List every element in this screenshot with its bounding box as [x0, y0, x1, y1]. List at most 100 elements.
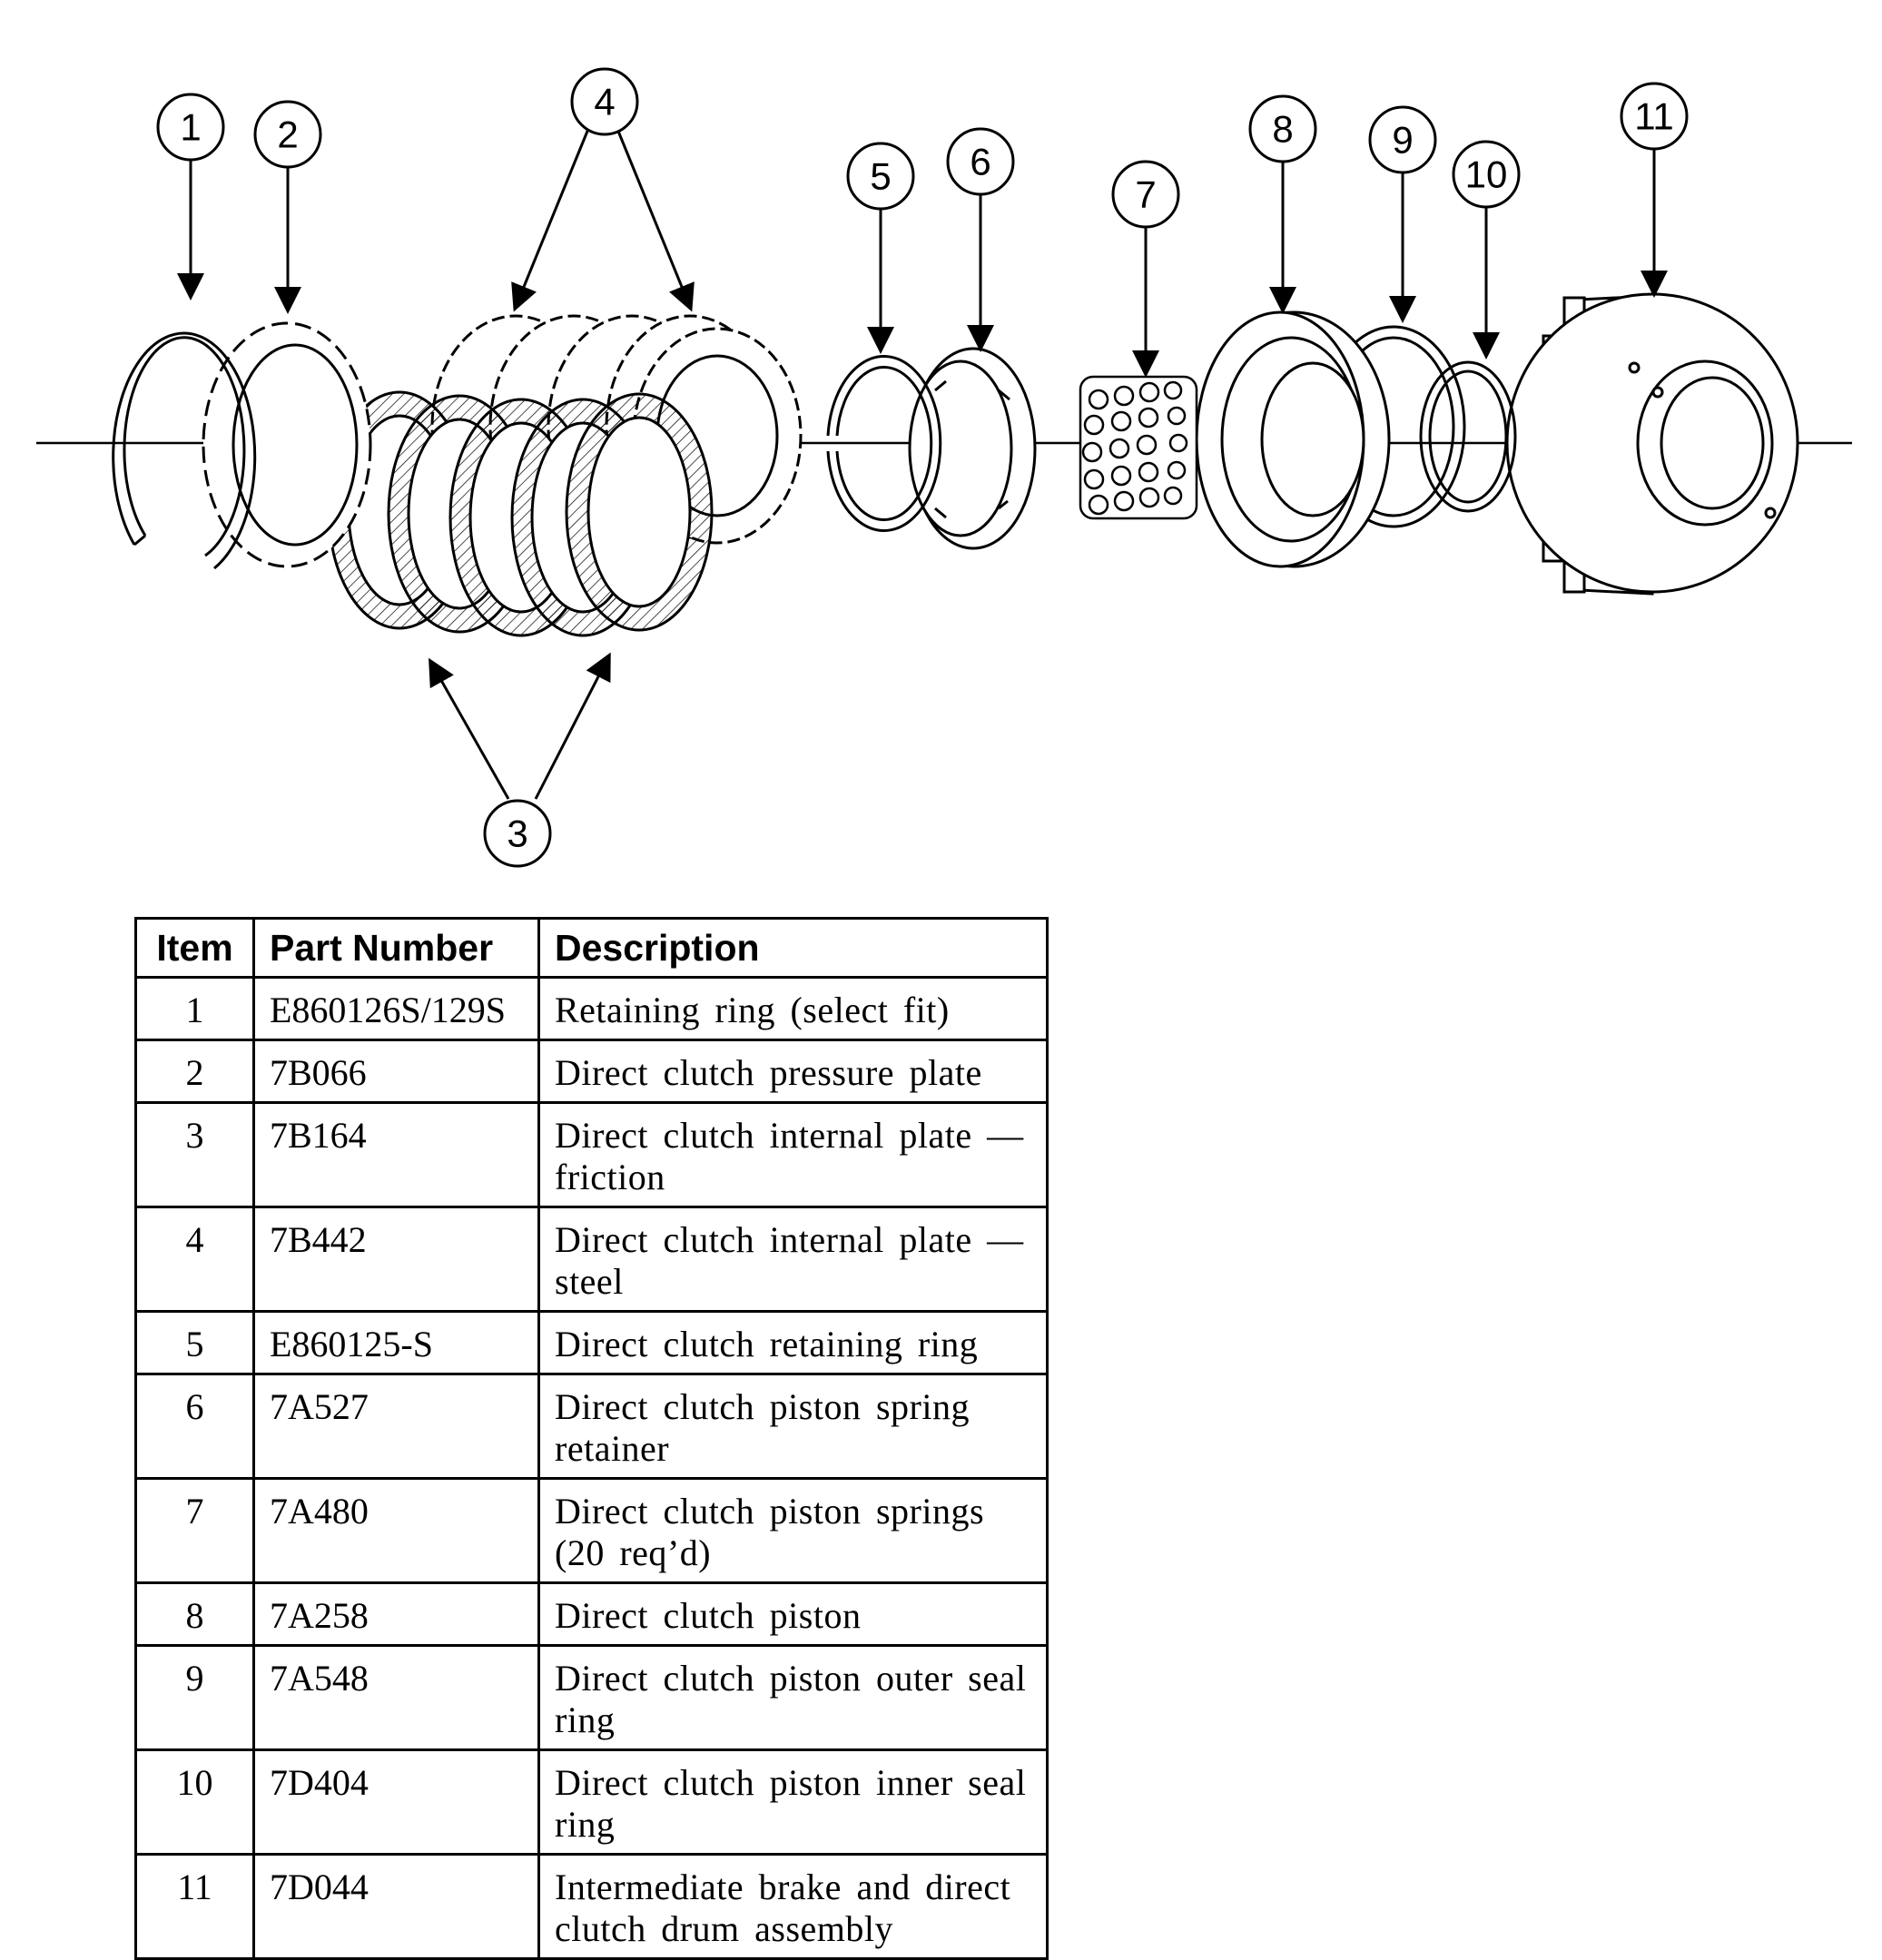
item-cell: 4	[134, 1206, 255, 1313]
callout-4-label: 4	[594, 81, 615, 123]
item-cell-text: 4	[185, 1219, 204, 1260]
callout-5-label: 5	[870, 155, 891, 198]
part-number-cell: 7A258	[252, 1581, 540, 1647]
callout-6-circle	[946, 127, 1015, 196]
part-number-cell: 7B442	[252, 1206, 540, 1313]
part-number-cell-text: 7A480	[270, 1491, 369, 1532]
part-number-cell-text: 7B066	[270, 1052, 367, 1093]
item-cell: 6	[134, 1373, 255, 1480]
part-number-cell: 7A480	[252, 1477, 540, 1584]
callout-10-circle	[1452, 140, 1521, 209]
description-cell: Direct clutch retaining ring	[537, 1310, 1049, 1375]
callout-numbers: 1 2 3 4 5 6 7 8 9 10 11	[180, 81, 1673, 855]
part-7-piston-springs	[1079, 375, 1198, 520]
callout-7-circle	[1111, 160, 1180, 229]
header-item: Item	[134, 917, 255, 979]
description-cell: Direct clutch piston spring retainer	[537, 1373, 1049, 1480]
description-cell: Retaining ring (select fit)	[537, 976, 1049, 1041]
item-cell-text: 10	[176, 1762, 213, 1803]
header-description: Description	[537, 917, 1049, 979]
part-number-cell-text: 7D404	[270, 1762, 369, 1803]
part-number-cell-text: 7B442	[270, 1219, 367, 1260]
part-1-retaining-ring	[112, 331, 257, 570]
description-cell-text: Direct clutch internal plate — steel	[555, 1219, 1024, 1302]
table-row: 7 7A480 Direct clutch piston springs (20 r…	[134, 1477, 1049, 1584]
callout-8-circle	[1248, 94, 1317, 163]
part-number-cell-text: E860125-S	[270, 1324, 433, 1364]
item-cell-text: 3	[185, 1115, 204, 1156]
item-cell: 7	[134, 1477, 255, 1584]
part-11-drum-assembly	[1505, 292, 1799, 596]
item-cell: 3	[134, 1101, 255, 1208]
part-number-cell-text: 7D044	[270, 1866, 369, 1907]
description-cell-text: Retaining ring (select fit)	[555, 990, 950, 1030]
description-cell: Direct clutch piston	[537, 1581, 1049, 1647]
part-number-cell: E860125-S	[252, 1310, 540, 1375]
parts-table: Item Part Number Description 1 E860126S/1…	[134, 917, 1049, 1960]
header-part-number: Part Number	[252, 917, 540, 979]
part-2-pressure-plate	[202, 321, 372, 568]
part-number-cell: 7B066	[252, 1039, 540, 1104]
part-number-cell: 7D044	[252, 1853, 540, 1960]
part-3-friction-plates	[327, 390, 714, 637]
item-cell: 8	[134, 1581, 255, 1647]
description-cell: Intermediate brake and direct clutch dru…	[537, 1853, 1049, 1960]
table-header-row: Item Part Number Description	[134, 917, 1049, 979]
description-cell: Direct clutch piston outer seal ring	[537, 1644, 1049, 1751]
callout-7-label: 7	[1135, 173, 1156, 216]
table-row: 3 7B164 Direct clutch internal plate — fri…	[134, 1101, 1049, 1208]
part-6-spring-retainer	[908, 347, 1037, 550]
leader-arrows	[177, 128, 1668, 800]
item-cell: 1	[134, 976, 255, 1041]
description-cell-text: Direct clutch piston inner seal ring	[555, 1762, 1027, 1845]
item-cell-text: 9	[185, 1658, 204, 1699]
part-number-cell: 7D404	[252, 1748, 540, 1856]
exploded-view-diagram: 1 2 3 4 5 6 7 8 9 10 11	[36, 67, 1852, 868]
item-cell-text: 11	[177, 1866, 212, 1907]
callout-3-circle	[483, 799, 552, 868]
part-number-cell: 7B164	[252, 1101, 540, 1208]
part-5-retaining-ring	[826, 355, 942, 532]
description-cell-text: Direct clutch retaining ring	[555, 1324, 979, 1364]
table-row: 4 7B442 Direct clutch internal plate — ste…	[134, 1206, 1049, 1313]
callout-2-circle	[253, 100, 322, 169]
description-cell-text: Intermediate brake and direct clutch dru…	[555, 1866, 1011, 1949]
callout-9-label: 9	[1392, 119, 1413, 162]
callout-5-circle	[846, 142, 915, 211]
part-number-cell: 7A527	[252, 1373, 540, 1480]
description-cell-text: Direct clutch pressure plate	[555, 1052, 982, 1093]
part-10-inner-seal-ring	[1419, 360, 1517, 513]
callout-8-label: 8	[1272, 108, 1293, 151]
description-cell: Direct clutch piston inner seal ring	[537, 1748, 1049, 1856]
item-cell-text: 1	[185, 990, 204, 1030]
description-cell-text: Direct clutch piston outer seal ring	[555, 1658, 1027, 1740]
item-cell: 10	[134, 1748, 255, 1856]
callout-10-label: 10	[1465, 153, 1508, 196]
item-cell: 9	[134, 1644, 255, 1751]
table-row: 6 7A527 Direct clutch piston spring retain…	[134, 1373, 1049, 1480]
part-number-cell-text: 7A258	[270, 1595, 369, 1636]
description-cell: Direct clutch pressure plate	[537, 1039, 1049, 1104]
callout-9-circle	[1368, 105, 1437, 174]
table-row: 2 7B066 Direct clutch pressure plate	[134, 1039, 1049, 1104]
item-cell: 2	[134, 1039, 255, 1104]
part-number-cell-text: 7B164	[270, 1115, 367, 1156]
callout-11-circle	[1620, 82, 1689, 151]
part-number-cell: E860126S/129S	[252, 976, 540, 1041]
item-cell-text: 5	[185, 1324, 204, 1364]
part-number-cell-text: 7A527	[270, 1386, 369, 1427]
item-cell-text: 2	[185, 1052, 204, 1093]
description-cell-text: Direct clutch piston	[555, 1595, 862, 1636]
callout-3-label: 3	[507, 813, 527, 855]
table-row: 5 E860125-S Direct clutch retaining ring	[134, 1310, 1049, 1375]
description-cell-text: Direct clutch internal plate — friction	[555, 1115, 1024, 1197]
description-cell: Direct clutch piston springs (20 req’d)	[537, 1477, 1049, 1584]
part-number-cell-text: 7A548	[270, 1658, 369, 1699]
part-number-cell: 7A548	[252, 1644, 540, 1751]
item-cell-text: 8	[185, 1595, 204, 1636]
table-row: 1 E860126S/129S Retaining ring (select fit…	[134, 976, 1049, 1041]
table-row: 8 7A258 Direct clutch piston	[134, 1581, 1049, 1647]
item-cell-text: 6	[185, 1386, 204, 1427]
callout-11-label: 11	[1634, 95, 1674, 138]
description-cell-text: Direct clutch piston springs (20 req’d)	[555, 1491, 985, 1573]
